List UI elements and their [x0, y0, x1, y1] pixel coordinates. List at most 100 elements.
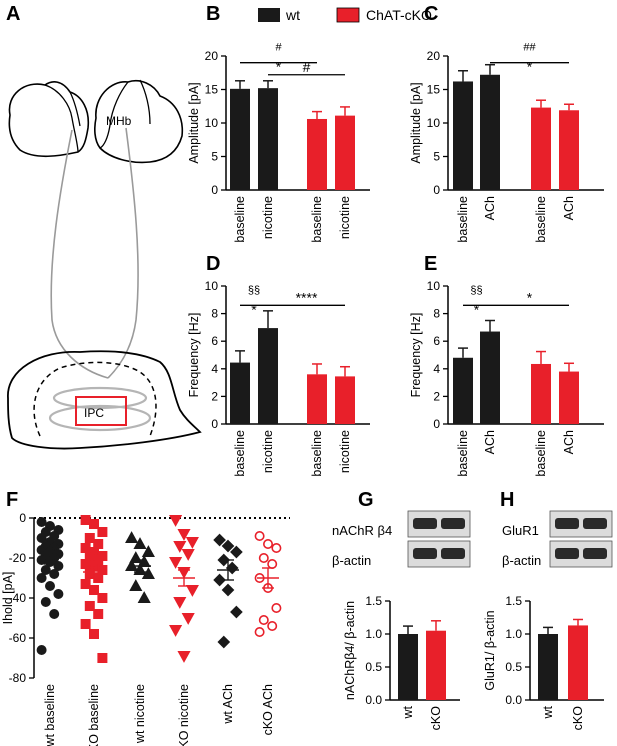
data-point: [97, 652, 108, 663]
left-habenula-inner: [44, 84, 81, 153]
data-point: [137, 591, 151, 604]
bar: [480, 74, 500, 190]
data-point: [213, 573, 226, 587]
data-point: [80, 558, 91, 569]
significance-label: *: [527, 289, 533, 305]
blot-band: [441, 548, 465, 559]
data-point: [185, 536, 199, 549]
legend-cko-swatch: [336, 7, 360, 23]
ipc-label: IPC: [84, 406, 104, 420]
category-label: baseline: [233, 430, 247, 477]
data-point: [49, 608, 60, 619]
blot-label: GluR1: [502, 523, 539, 538]
bar: [258, 88, 278, 190]
y-tick-label: 10: [205, 116, 219, 130]
category-label: ACh: [483, 196, 497, 220]
y-tick-label: 10: [427, 116, 441, 130]
panel-h-letter: H: [500, 489, 514, 511]
panel-d-letter: D: [206, 253, 220, 275]
bar: [307, 118, 327, 190]
bar: [480, 331, 500, 424]
bar: [258, 328, 278, 424]
data-point: [267, 558, 278, 569]
data-point: [258, 552, 269, 563]
panel-g-letter: G: [358, 489, 374, 511]
panel-c-letter: C: [424, 3, 438, 25]
blot-band: [555, 518, 579, 529]
y-tick-label: 2: [211, 389, 218, 403]
ipc-box: [75, 396, 127, 426]
midbrain-outline: [7, 350, 202, 450]
panel-f-letter: F: [6, 489, 18, 511]
panel-a-letter: A: [6, 3, 20, 25]
bar: [453, 357, 473, 424]
y-axis-label: Frequency [Hz]: [409, 313, 423, 398]
y-tick-label: 0.0: [505, 693, 522, 707]
data-point: [97, 564, 108, 575]
data-point: [221, 583, 235, 597]
significance-label: *: [276, 59, 282, 75]
data-point: [258, 614, 269, 625]
category-label: nicotine: [261, 430, 275, 473]
data-point: [125, 531, 139, 544]
significance-label: *: [474, 301, 480, 317]
y-tick-label: 0: [211, 183, 218, 197]
category-label: nicotine: [338, 430, 352, 473]
data-point: [173, 596, 187, 609]
bar: [538, 634, 558, 700]
y-axis-label: nAChRβ4/ β-actin: [343, 601, 357, 700]
data-point: [181, 612, 195, 625]
data-point: [262, 538, 273, 549]
y-tick-label: 0.5: [365, 660, 382, 674]
bar: [531, 107, 551, 190]
blot-band: [413, 548, 437, 559]
data-point: [89, 584, 100, 595]
significance-label: ****: [296, 289, 318, 305]
data-point: [84, 568, 95, 579]
y-tick-label: 20: [205, 49, 219, 63]
significance-label: #: [303, 59, 311, 75]
data-point: [49, 568, 60, 579]
left-tract: [50, 129, 109, 379]
y-tick-label: 0.0: [365, 693, 382, 707]
y-tick-label: 0: [211, 417, 218, 431]
y-axis-label: Amplitude [pA]: [409, 82, 423, 163]
data-point: [44, 580, 55, 591]
bar: [568, 625, 588, 700]
y-tick-label: 10: [205, 279, 219, 293]
y-axis-label: GluR1/ β-actin: [483, 610, 497, 690]
legend-wt-swatch: [258, 8, 280, 22]
category-label: cKO: [429, 706, 443, 731]
y-tick-label: 4: [211, 362, 218, 376]
blot-band: [413, 518, 437, 529]
category-label: wt nicotine: [133, 684, 147, 744]
data-point: [230, 605, 243, 619]
bar: [230, 88, 250, 190]
category-label: cKO baseline: [87, 684, 101, 746]
data-point: [80, 542, 91, 553]
category-label: ACh: [562, 196, 576, 220]
category-label: baseline: [310, 196, 324, 243]
y-axis-label: Frequency [Hz]: [187, 313, 201, 398]
y-axis-label: Amplitude [pA]: [187, 82, 201, 163]
data-point: [185, 584, 199, 597]
data-point: [217, 635, 231, 649]
significance-label: ##: [523, 42, 536, 54]
y-tick-label: -80: [9, 671, 27, 685]
category-label: cKO ACh: [261, 684, 275, 735]
data-point: [169, 514, 183, 527]
y-tick-label: 0: [433, 417, 440, 431]
category-label: wt ACh: [221, 684, 235, 725]
bar: [426, 630, 446, 700]
data-point: [230, 545, 243, 559]
data-point: [84, 600, 95, 611]
mhb-label: MHb: [106, 114, 132, 128]
data-point: [89, 518, 100, 529]
y-axis-label: Ihold [pA]: [1, 572, 15, 625]
data-point: [129, 579, 143, 592]
panel-a: A MHb IPC: [6, 3, 202, 450]
